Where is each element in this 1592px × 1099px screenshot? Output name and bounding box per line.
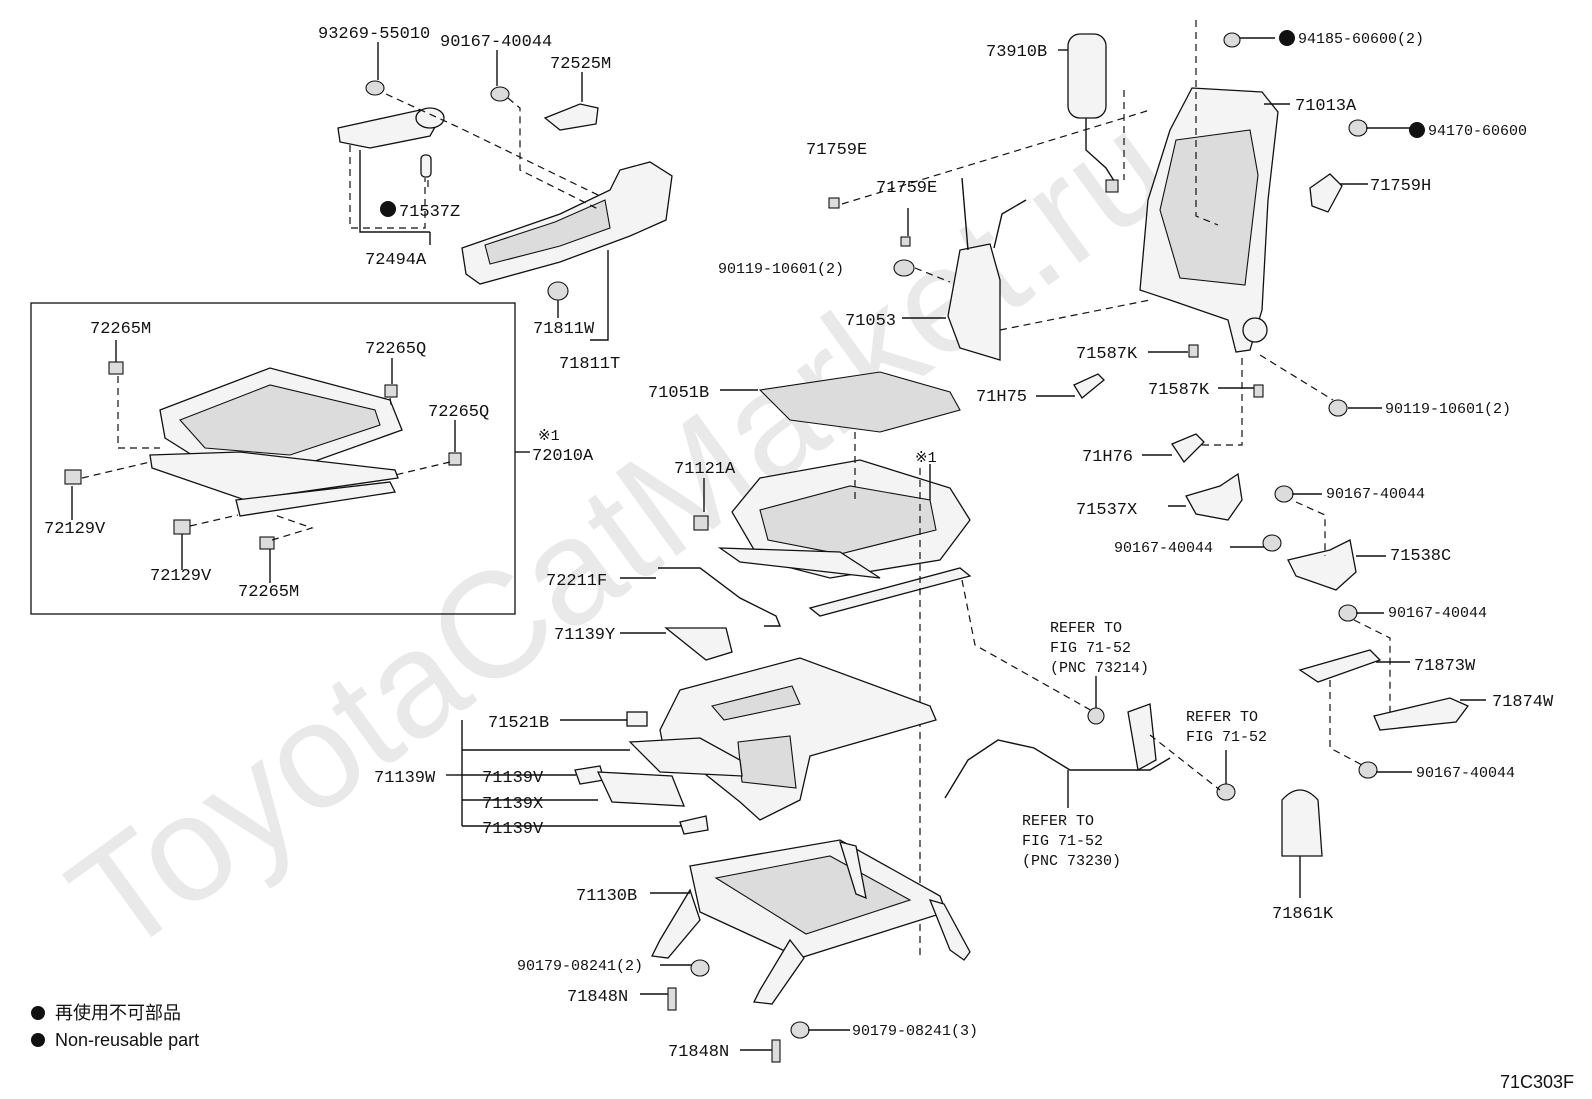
part-label-71759h[interactable]: 71759H xyxy=(1370,177,1431,196)
part-label-71759e[interactable]: 71759E xyxy=(876,179,937,198)
part-label-72211f[interactable]: 72211F xyxy=(546,572,607,591)
part-label-90167-40044[interactable]: 90167-40044 xyxy=(1326,486,1425,503)
seatback-leaders xyxy=(841,20,1410,456)
legend-bullet xyxy=(31,1033,45,1047)
non-reusable-bullet xyxy=(380,201,396,217)
part-label-71861k[interactable]: 71861K xyxy=(1272,905,1334,924)
side-shield-parts xyxy=(337,80,673,301)
part-label-71521b[interactable]: 71521B xyxy=(488,714,549,733)
refer-note-73230[interactable]: (PNC 73230) xyxy=(1022,853,1121,870)
part-label-90179-08241[interactable]: 90179-08241(3) xyxy=(852,1023,978,1040)
part-label-72010a[interactable]: 72010A xyxy=(532,447,594,466)
legend-bullet xyxy=(31,1006,45,1020)
part-label-90167-40044[interactable]: 90167-40044 xyxy=(440,33,552,52)
refer-note-71-52[interactable]: REFER TO xyxy=(1186,709,1258,726)
part-label-72525m[interactable]: 72525M xyxy=(550,55,611,74)
part-label-90167-40044[interactable]: 90167-40044 xyxy=(1114,540,1213,557)
seat-cover-leaders xyxy=(446,632,682,827)
non-reusable-bullet xyxy=(1409,122,1425,138)
legend-text-japanese: 再使用不可部品 xyxy=(55,1003,181,1023)
non-reusable-bullet xyxy=(1279,30,1295,46)
part-label-72129v[interactable]: 72129V xyxy=(44,520,106,539)
part-label-90119-10601[interactable]: 90119-10601(2) xyxy=(1385,401,1511,418)
inset-clips xyxy=(64,361,462,550)
seat-base-leaders xyxy=(640,892,850,1051)
part-label-90119-10601[interactable]: 90119-10601(2) xyxy=(718,261,844,278)
part-label-71848n[interactable]: 71848N xyxy=(567,988,628,1007)
part-label-71h75[interactable]: 71H75 xyxy=(976,388,1027,407)
seat-cover-panels xyxy=(574,627,937,835)
part-label-71139v[interactable]: 71139V xyxy=(482,820,544,839)
part-label-90167-40044[interactable]: 90167-40044 xyxy=(1416,765,1515,782)
refer-note-73214[interactable]: (PNC 73214) xyxy=(1050,660,1149,677)
part-label-72265q[interactable]: 72265Q xyxy=(428,403,489,422)
part-label-71538c[interactable]: 71538C xyxy=(1390,547,1451,566)
part-label-94185-60600[interactable]: 94185-60600(2) xyxy=(1298,31,1424,48)
part-label-71759e[interactable]: 71759E xyxy=(806,141,867,160)
part-label-72129v[interactable]: 72129V xyxy=(150,567,212,586)
part-label-71848n[interactable]: 71848N xyxy=(668,1043,729,1062)
refer-note-73214[interactable]: REFER TO xyxy=(1050,620,1122,637)
part-label-90179-08241[interactable]: 90179-08241(2) xyxy=(517,958,643,975)
part-label-72265m[interactable]: 72265M xyxy=(90,320,151,339)
part-label-71811t[interactable]: 71811T xyxy=(559,355,620,374)
legend-text-english: Non-reusable part xyxy=(55,1030,199,1050)
part-label-71139v[interactable]: 71139V xyxy=(482,769,544,788)
note-mark-1: ※1 xyxy=(538,428,560,445)
part-label-71537x[interactable]: 71537X xyxy=(1076,501,1137,520)
part-label-71537z[interactable]: 71537Z xyxy=(399,203,460,222)
inset-box xyxy=(30,302,516,615)
seat-adjuster-inset xyxy=(149,367,403,517)
part-label-71874w[interactable]: 71874W xyxy=(1492,693,1554,712)
part-label-71811w[interactable]: 71811W xyxy=(533,320,595,339)
seat-base-frame xyxy=(651,839,971,1063)
figure-code: 71C303F xyxy=(1500,1072,1574,1092)
part-label-94170-60600[interactable]: 94170-60600 xyxy=(1428,123,1527,140)
part-label-71051b[interactable]: 71051B xyxy=(648,384,709,403)
part-label-71139x[interactable]: 71139X xyxy=(482,795,543,814)
part-label-71139y[interactable]: 71139Y xyxy=(554,626,615,645)
seat-cushion-frame xyxy=(658,371,972,627)
note-mark-1: ※1 xyxy=(915,450,937,467)
part-label-71873w[interactable]: 71873W xyxy=(1414,657,1476,676)
inset-leaders xyxy=(71,340,530,583)
refer-note-73230[interactable]: REFER TO xyxy=(1022,813,1094,830)
part-label-72494a[interactable]: 72494A xyxy=(365,251,427,270)
seatback-frame xyxy=(828,32,1368,464)
part-label-71130b[interactable]: 71130B xyxy=(576,887,637,906)
part-label-72265q[interactable]: 72265Q xyxy=(365,340,426,359)
part-label-71587k[interactable]: 71587K xyxy=(1076,345,1138,364)
refer-note-73230[interactable]: FIG 71-52 xyxy=(1022,833,1103,850)
part-label-73910b[interactable]: 73910B xyxy=(986,43,1047,62)
part-label-71h76[interactable]: 71H76 xyxy=(1082,448,1133,467)
refer-note-73214[interactable]: FIG 71-52 xyxy=(1050,640,1131,657)
part-label-93269-55010[interactable]: 93269-55010 xyxy=(318,25,430,44)
side-shield-leaders xyxy=(349,42,609,341)
part-label-71139w[interactable]: 71139W xyxy=(374,769,436,788)
right-small-leaders xyxy=(1067,493,1486,898)
right-small-parts xyxy=(944,472,1470,857)
part-label-71121a[interactable]: 71121A xyxy=(674,460,736,479)
part-label-71013a[interactable]: 71013A xyxy=(1295,97,1357,116)
part-label-71053[interactable]: 71053 xyxy=(845,312,896,331)
part-label-90167-40044[interactable]: 90167-40044 xyxy=(1388,605,1487,622)
refer-note-71-52[interactable]: FIG 71-52 xyxy=(1186,729,1267,746)
part-label-71587k[interactable]: 71587K xyxy=(1148,381,1210,400)
part-label-72265m[interactable]: 72265M xyxy=(238,583,299,602)
